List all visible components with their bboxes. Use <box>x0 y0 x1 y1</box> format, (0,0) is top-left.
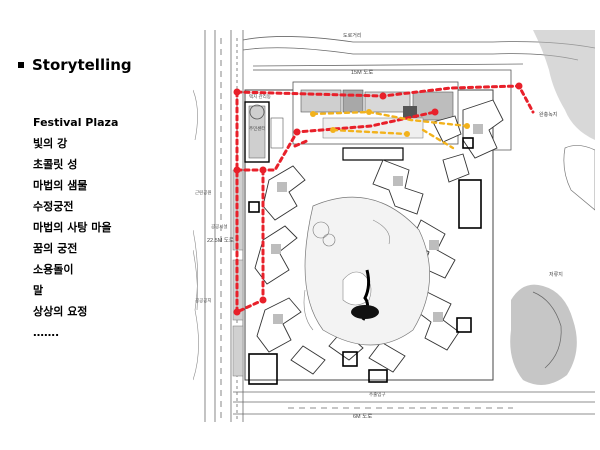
slide-heading: Storytelling <box>18 56 132 74</box>
list-item: 빛의 강 <box>33 137 68 150</box>
label-kiosk-3: 공공시설 <box>211 223 228 229</box>
list-item: 말 <box>33 284 44 297</box>
label-top-road: 도로거리 <box>343 32 361 39</box>
site-plan-drawing: 도로거리 15M 도로 22.5M 도로 6M 도로 완충녹지 저류지 근린공원… <box>193 30 595 422</box>
label-kiosk-2: 주민센터 <box>249 125 266 132</box>
list-item: 상상의 요정 <box>33 305 88 318</box>
list-item: 수정궁전 <box>33 200 74 213</box>
landmark-boxes <box>248 137 482 385</box>
label-reservoir: 저류지 <box>549 271 563 278</box>
label-road-15m: 15M 도로 <box>351 69 373 76</box>
square-bullet-icon <box>18 62 24 68</box>
label-buffer-green: 완충녹지 <box>539 111 557 118</box>
list-item: 소용돌이 <box>33 263 74 276</box>
yellow-route <box>311 110 469 150</box>
list-item-ellipsis: ……. <box>33 326 60 339</box>
list-item: 마법의 사탕 마을 <box>33 221 112 234</box>
list-item-festival-plaza: Festival Plaza <box>33 116 119 129</box>
label-kiosk-1: 택지 관리동 <box>249 93 271 100</box>
label-main-gate: 주출입구 <box>369 391 386 398</box>
label-road-22m: 22.5M 도로 <box>207 237 234 244</box>
label-bottom-road: 6M 도로 <box>353 413 372 420</box>
right-greenery <box>510 30 595 385</box>
list-item: 마법의 샘물 <box>33 179 88 192</box>
label-public-land: 공공공지 <box>195 297 212 304</box>
top-parcel <box>253 69 512 151</box>
list-item: 초콜릿 성 <box>33 158 78 171</box>
list-item: 꿈의 궁전 <box>33 242 78 255</box>
heading-text: Storytelling <box>32 56 132 74</box>
yellow-route-nodes <box>310 109 470 137</box>
red-route-nodes <box>233 82 523 316</box>
plan-labels: 도로거리 15M 도로 22.5M 도로 6M 도로 완충녹지 저류지 근린공원… <box>195 32 563 420</box>
left-block <box>244 101 284 163</box>
park-contours <box>193 89 199 381</box>
label-neighborhood-park: 근린공원 <box>195 189 212 195</box>
storytelling-list: Festival Plaza 빛의 강 초콜릿 성 마법의 샘물 수정궁전 마법… <box>33 112 118 343</box>
tower-hatch <box>271 124 483 324</box>
site-plan: 도로거리 15M 도로 22.5M 도로 6M 도로 완충녹지 저류지 근린공원… <box>193 30 595 422</box>
central-plaza <box>303 196 431 346</box>
